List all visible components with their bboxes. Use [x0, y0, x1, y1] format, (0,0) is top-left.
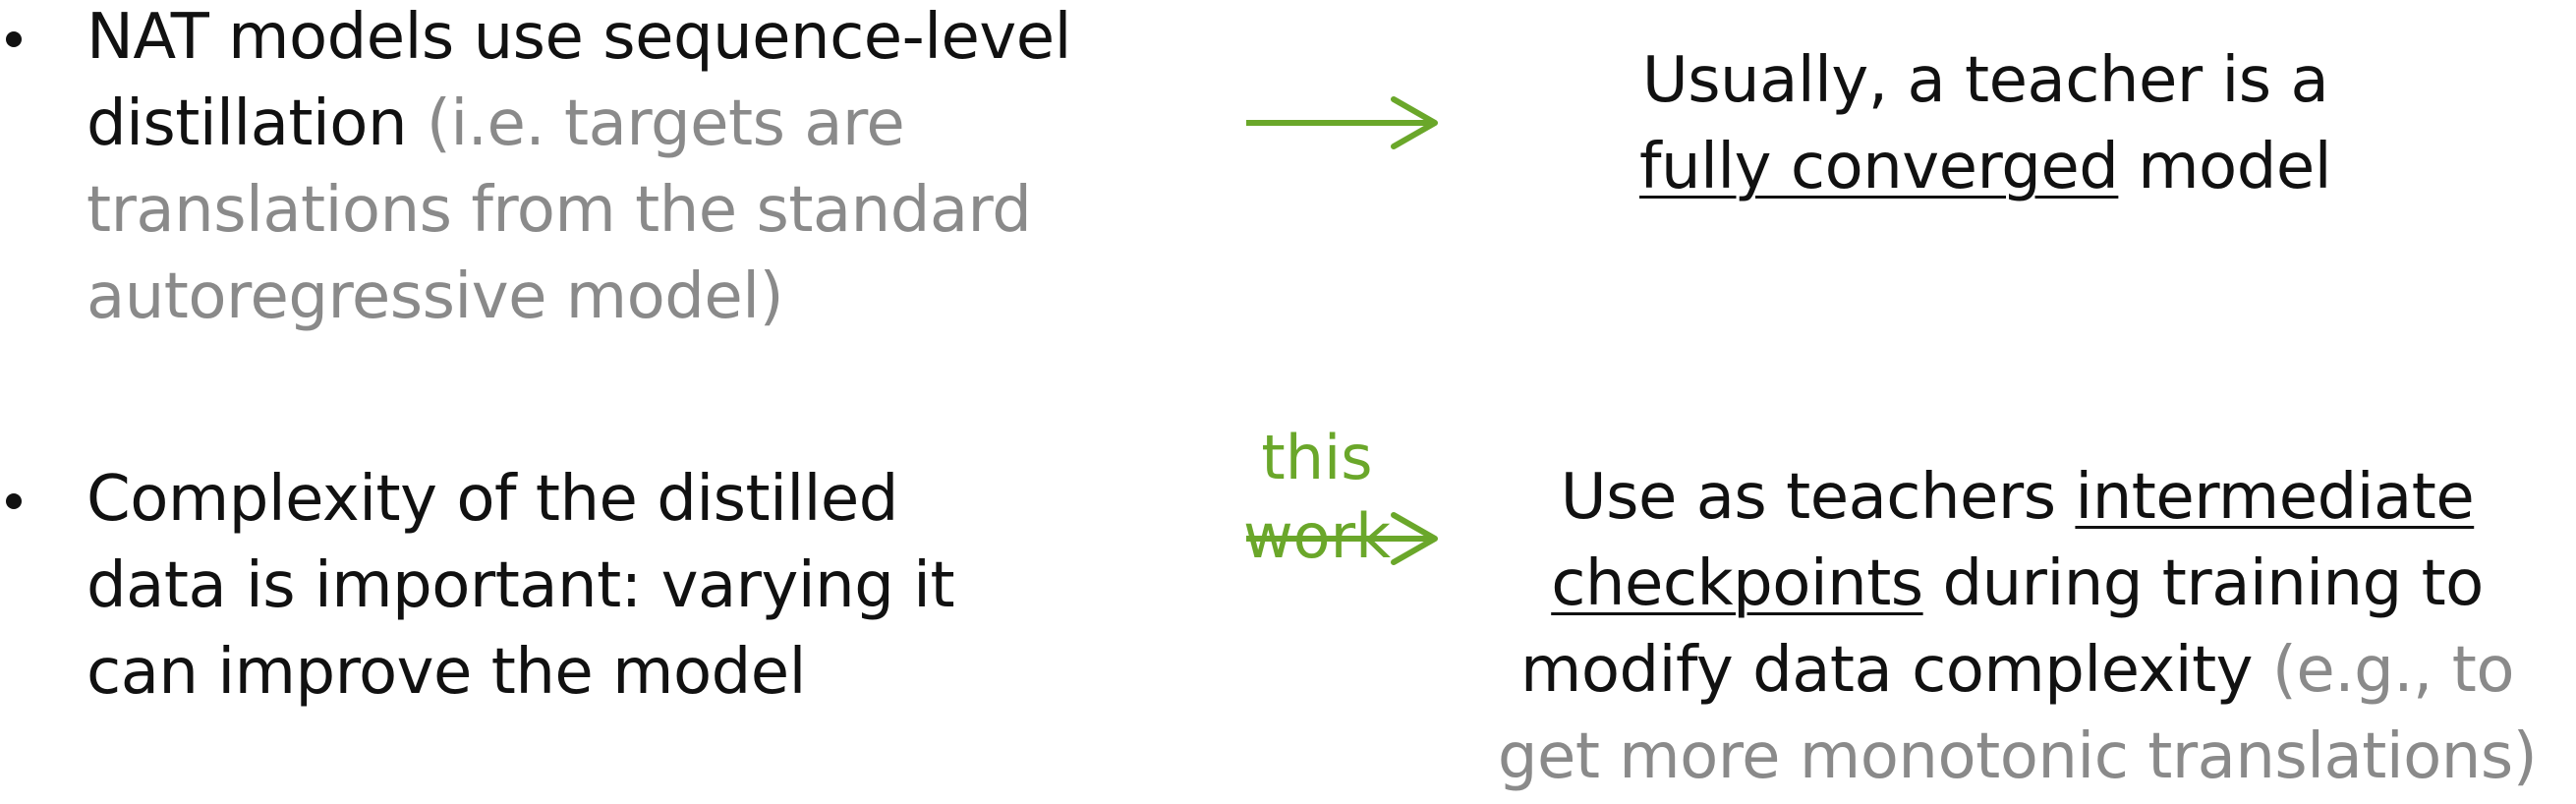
bullet-dot-icon — [6, 31, 22, 47]
bullet-1-main: NAT models use sequence-level distillati… — [86, 1, 1071, 160]
right-1-after: model — [2138, 131, 2331, 203]
right-arrow-icon — [1246, 96, 1438, 149]
right-2-middle: during training to modify data complexit… — [1520, 547, 2484, 707]
right-2-before: Use as teachers — [1560, 461, 2056, 534]
right-arrow-icon — [1246, 512, 1438, 565]
right-1-underlined: fully converged — [1639, 131, 2119, 203]
right-2-underlined: intermediate checkpoints — [1551, 461, 2475, 620]
bullet-2-main: Complexity of the distilled data is impo… — [86, 463, 955, 709]
right-block-2: Use as teachers intermediate checkpoints… — [1464, 454, 2570, 800]
bullet-1-text: NAT models use sequence-level distillati… — [86, 0, 1168, 340]
right-block-1: Usually, a teacher is a fully converged … — [1573, 37, 2398, 210]
bullet-1-aside: (i.e. targets are translations from the … — [86, 87, 1032, 333]
right-2-aside: (e.g., to get more monotonic translation… — [1497, 634, 2538, 793]
right-1-before: Usually, a teacher is a — [1641, 44, 2329, 117]
bullet-2-text: Complexity of the distilled data is impo… — [86, 456, 1030, 716]
bullet-dot-icon — [6, 493, 22, 509]
arrow-label: this work — [1242, 422, 1392, 572]
